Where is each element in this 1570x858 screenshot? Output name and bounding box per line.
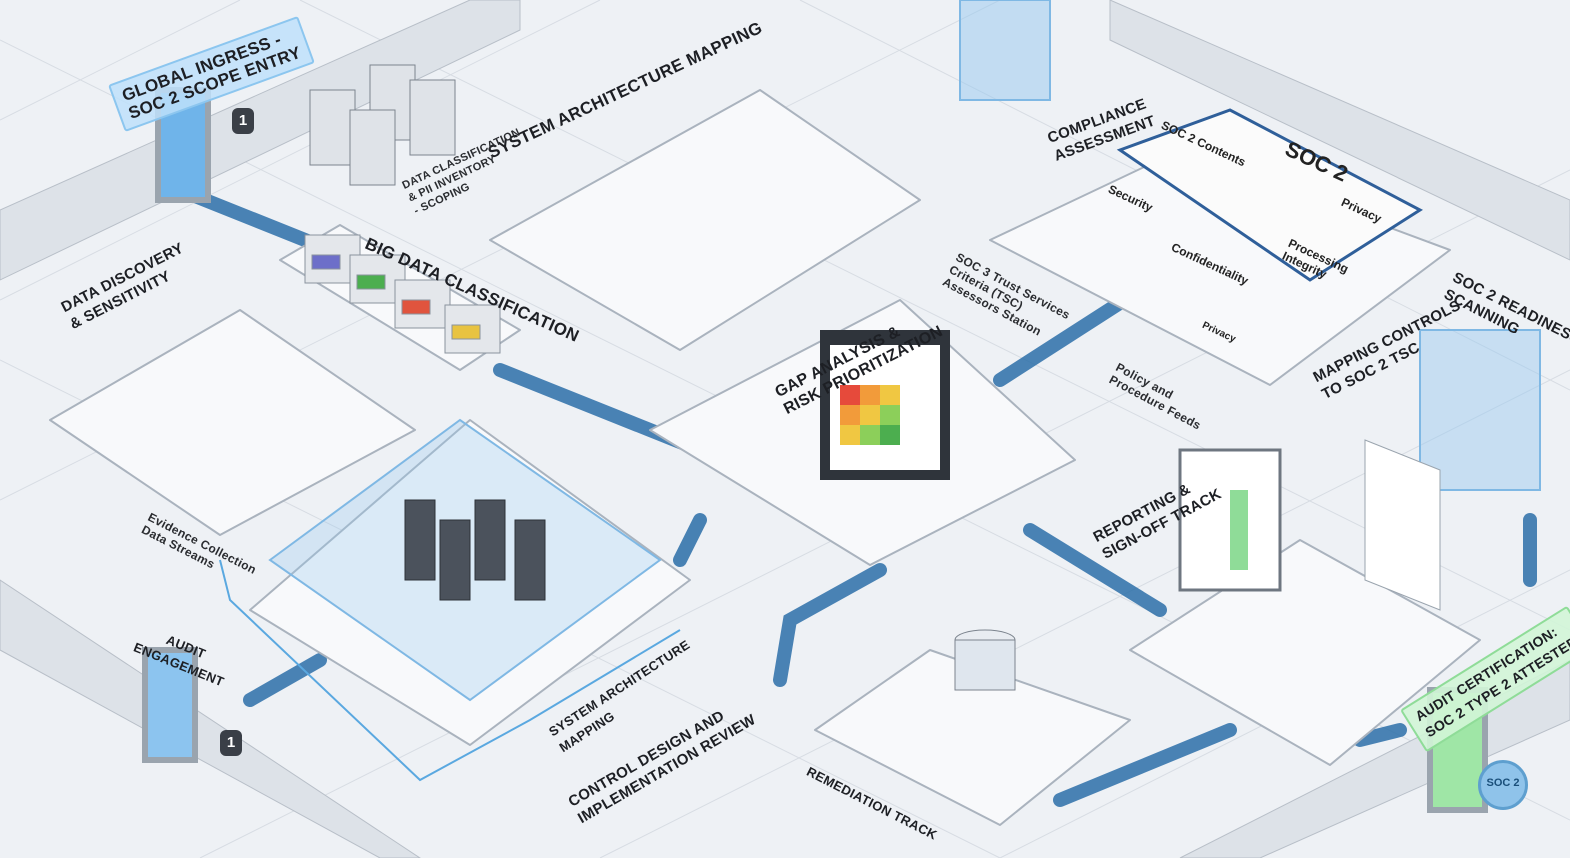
platform-data-discovery [49,309,416,536]
platform-system-architecture [489,89,921,351]
report-board-column [1230,490,1248,570]
soc2-book [1116,108,1423,282]
soc2-trophy: SOC 2 [1478,760,1528,810]
attestation-report-document [1364,439,1441,611]
evidence-line [219,559,681,782]
glass-column [959,0,1051,101]
wall-bottom-left [0,579,421,858]
readiness-scanner-booth [1419,329,1541,491]
engagement-door[interactable] [142,647,198,763]
data-cubes [304,234,501,354]
platform-remediation [814,649,1131,826]
step-badge-entry: 1 [232,108,254,134]
risk-heatmap [840,385,900,445]
database-body [954,639,1016,691]
server-racks [404,499,546,601]
wall-top-right [1109,0,1570,261]
server-cluster-top [309,64,456,186]
step-badge-engagement: 1 [220,730,242,756]
